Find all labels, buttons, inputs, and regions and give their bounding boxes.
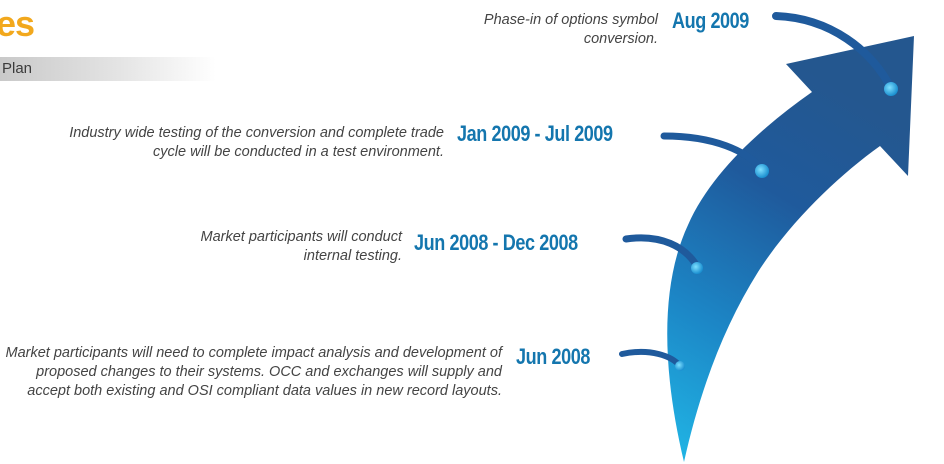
timeline-arrow bbox=[667, 36, 914, 462]
milestone-dot-aug-2009 bbox=[884, 82, 898, 96]
milestone-date: Jun 2008 - Dec 2008 bbox=[414, 230, 578, 255]
milestone-dot-jan-2009 bbox=[755, 164, 769, 178]
milestone-description: Industry wide testing of the conversion … bbox=[69, 125, 444, 160]
milestone-date: Jan 2009 - Jul 2009 bbox=[457, 121, 613, 146]
page-title: es bbox=[0, 3, 35, 44]
milestone-date: Jun 2008 bbox=[516, 344, 590, 369]
subtitle-bar: Plan bbox=[0, 57, 216, 81]
milestone-dot-jun-2008 bbox=[675, 361, 685, 371]
milestone-date: Aug 2009 bbox=[672, 8, 749, 33]
milestone-dot-jun-dec-2008 bbox=[691, 262, 703, 274]
milestone-description: Phase-in of options symbol conversion. bbox=[483, 12, 658, 47]
connector-jun-2008-dec bbox=[622, 234, 702, 272]
page-subtitle: Plan bbox=[2, 60, 33, 77]
milestone-description: Market participants will need to complet… bbox=[5, 345, 502, 399]
connector-aug-2009 bbox=[772, 12, 896, 94]
milestone-description: Market participants will conduct interna… bbox=[200, 229, 402, 264]
